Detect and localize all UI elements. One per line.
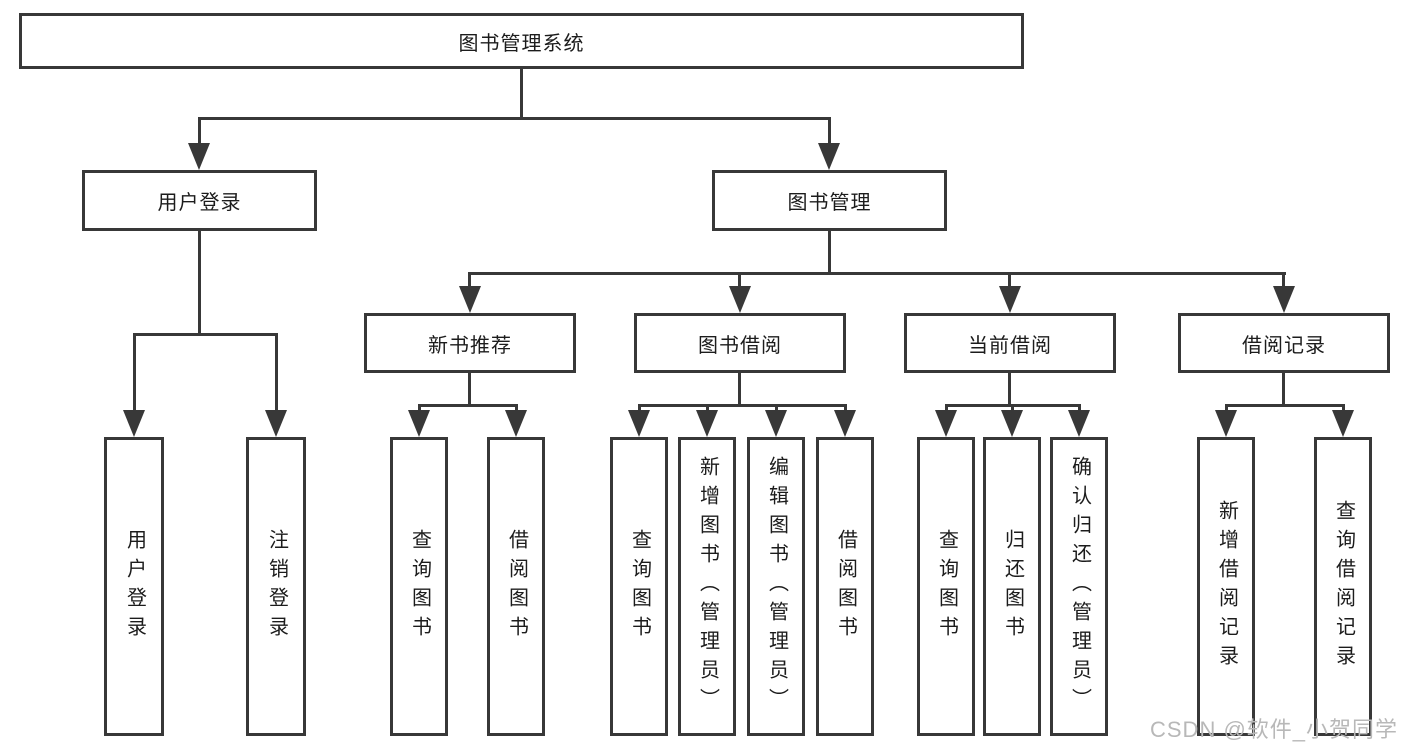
node-book-management: 图书管理 xyxy=(712,170,947,231)
connector-book-borrowing-stem xyxy=(738,371,741,407)
node-borrow-books-newrec: 借阅图书 xyxy=(487,437,545,736)
node-borrow-books-borrowing: 借阅图书 xyxy=(816,437,874,736)
connector-root-bar xyxy=(198,117,831,120)
node-user-login-label: 用户登录 xyxy=(157,192,242,214)
connector-borrowing-records-bar xyxy=(1225,404,1345,407)
arrow-down-icon xyxy=(628,410,650,437)
csdn-watermark: CSDN @软件_小贺同学 xyxy=(1150,717,1399,742)
node-new-book-recommend: 新书推荐 xyxy=(364,313,576,373)
arrow-down-icon xyxy=(1001,410,1023,437)
arrow-down-icon xyxy=(188,143,210,170)
node-confirm-return-admin: 确认归还（管理员） xyxy=(1050,437,1108,736)
arrow-down-icon xyxy=(1215,410,1237,437)
arrow-down-icon xyxy=(834,410,856,437)
node-logout: 注销登录 xyxy=(246,437,306,736)
node-library-system: 图书管理系统 xyxy=(19,13,1024,69)
node-book-borrowing: 图书借阅 xyxy=(634,313,846,373)
connector-drop-borrowing-records xyxy=(1282,272,1285,290)
node-edit-book-admin: 编辑图书（管理员） xyxy=(747,437,805,736)
connector-book-borrowing-bar xyxy=(638,404,847,407)
connector-user-login-bar xyxy=(133,333,278,336)
arrow-down-icon xyxy=(696,410,718,437)
node-query-books-current-label: 查询图书 xyxy=(935,528,958,645)
node-borrowing-records-label: 借阅记录 xyxy=(1242,334,1326,357)
node-add-book-admin-label: 新增图书（管理员） xyxy=(696,456,719,717)
connector-new-book-bar xyxy=(418,404,518,407)
node-query-books-current: 查询图书 xyxy=(917,437,975,736)
arrow-down-icon xyxy=(1273,286,1295,313)
node-edit-book-admin-label: 编辑图书（管理员） xyxy=(765,456,788,717)
node-book-management-label: 图书管理 xyxy=(787,192,872,214)
node-current-borrowing-label: 当前借阅 xyxy=(968,334,1052,357)
connector-user-login-stem xyxy=(198,229,201,335)
node-add-borrow-record: 新增借阅记录 xyxy=(1197,437,1255,736)
arrow-down-icon xyxy=(999,286,1021,313)
connector-drop-leaf xyxy=(1011,404,1014,414)
connector-book-management-stem xyxy=(828,229,831,274)
connector-drop-leaf xyxy=(1078,404,1081,414)
node-query-borrow-record-label: 查询借阅记录 xyxy=(1332,499,1355,674)
arrow-down-icon xyxy=(1068,410,1090,437)
arrow-down-icon xyxy=(505,410,527,437)
node-borrow-books-newrec-label: 借阅图书 xyxy=(505,528,528,645)
node-library-system-label: 图书管理系统 xyxy=(458,32,585,55)
node-new-book-recommend-label: 新书推荐 xyxy=(428,334,512,357)
node-query-books-borrowing-label: 查询图书 xyxy=(628,528,651,645)
node-logout-label: 注销登录 xyxy=(265,528,288,645)
node-user-login: 用户登录 xyxy=(82,170,317,231)
node-query-borrow-record: 查询借阅记录 xyxy=(1314,437,1372,736)
connector-drop-leaf xyxy=(844,404,847,414)
node-user-login-leaf: 用户登录 xyxy=(104,437,164,736)
connector-drop-login-leaf xyxy=(133,333,136,413)
arrow-down-icon xyxy=(123,410,145,437)
connector-drop-book-management xyxy=(828,117,831,147)
connector-drop-leaf xyxy=(945,404,948,414)
connector-drop-leaf xyxy=(1225,404,1228,414)
connector-drop-leaf xyxy=(775,404,778,414)
connector-drop-leaf xyxy=(515,404,518,414)
node-return-books-label: 归还图书 xyxy=(1001,528,1024,645)
arrow-down-icon xyxy=(265,410,287,437)
arrow-down-icon xyxy=(818,143,840,170)
node-user-login-leaf-label: 用户登录 xyxy=(123,528,146,645)
node-add-borrow-record-label: 新增借阅记录 xyxy=(1215,499,1238,674)
arrow-down-icon xyxy=(1332,410,1354,437)
connector-drop-user-login xyxy=(198,117,201,147)
node-borrowing-records: 借阅记录 xyxy=(1178,313,1390,373)
connector-drop-leaf xyxy=(1342,404,1345,414)
node-current-borrowing: 当前借阅 xyxy=(904,313,1116,373)
connector-borrowing-records-stem xyxy=(1282,371,1285,407)
node-return-books: 归还图书 xyxy=(983,437,1041,736)
node-confirm-return-admin-label: 确认归还（管理员） xyxy=(1068,456,1091,717)
connector-drop-book-borrowing xyxy=(738,272,741,290)
arrow-down-icon xyxy=(729,286,751,313)
connector-current-borrowing-stem xyxy=(1008,371,1011,407)
connector-book-management-bar xyxy=(469,272,1286,275)
arrow-down-icon xyxy=(459,286,481,313)
connector-drop-logout-leaf xyxy=(275,333,278,413)
connector-drop-leaf xyxy=(638,404,641,414)
connector-drop-leaf xyxy=(418,404,421,414)
connector-drop-current-borrowing xyxy=(1008,272,1011,290)
connector-new-book-stem xyxy=(468,371,471,407)
node-book-borrowing-label: 图书借阅 xyxy=(698,334,782,357)
node-add-book-admin: 新增图书（管理员） xyxy=(678,437,736,736)
node-query-books-newrec-label: 查询图书 xyxy=(408,528,431,645)
arrow-down-icon xyxy=(935,410,957,437)
node-query-books-borrowing: 查询图书 xyxy=(610,437,668,736)
connector-drop-new-book xyxy=(468,272,471,290)
connector-root-stem xyxy=(520,66,523,120)
arrow-down-icon xyxy=(765,410,787,437)
node-borrow-books-borrowing-label: 借阅图书 xyxy=(834,528,857,645)
connector-drop-leaf xyxy=(706,404,709,414)
arrow-down-icon xyxy=(408,410,430,437)
node-query-books-newrec: 查询图书 xyxy=(390,437,448,736)
